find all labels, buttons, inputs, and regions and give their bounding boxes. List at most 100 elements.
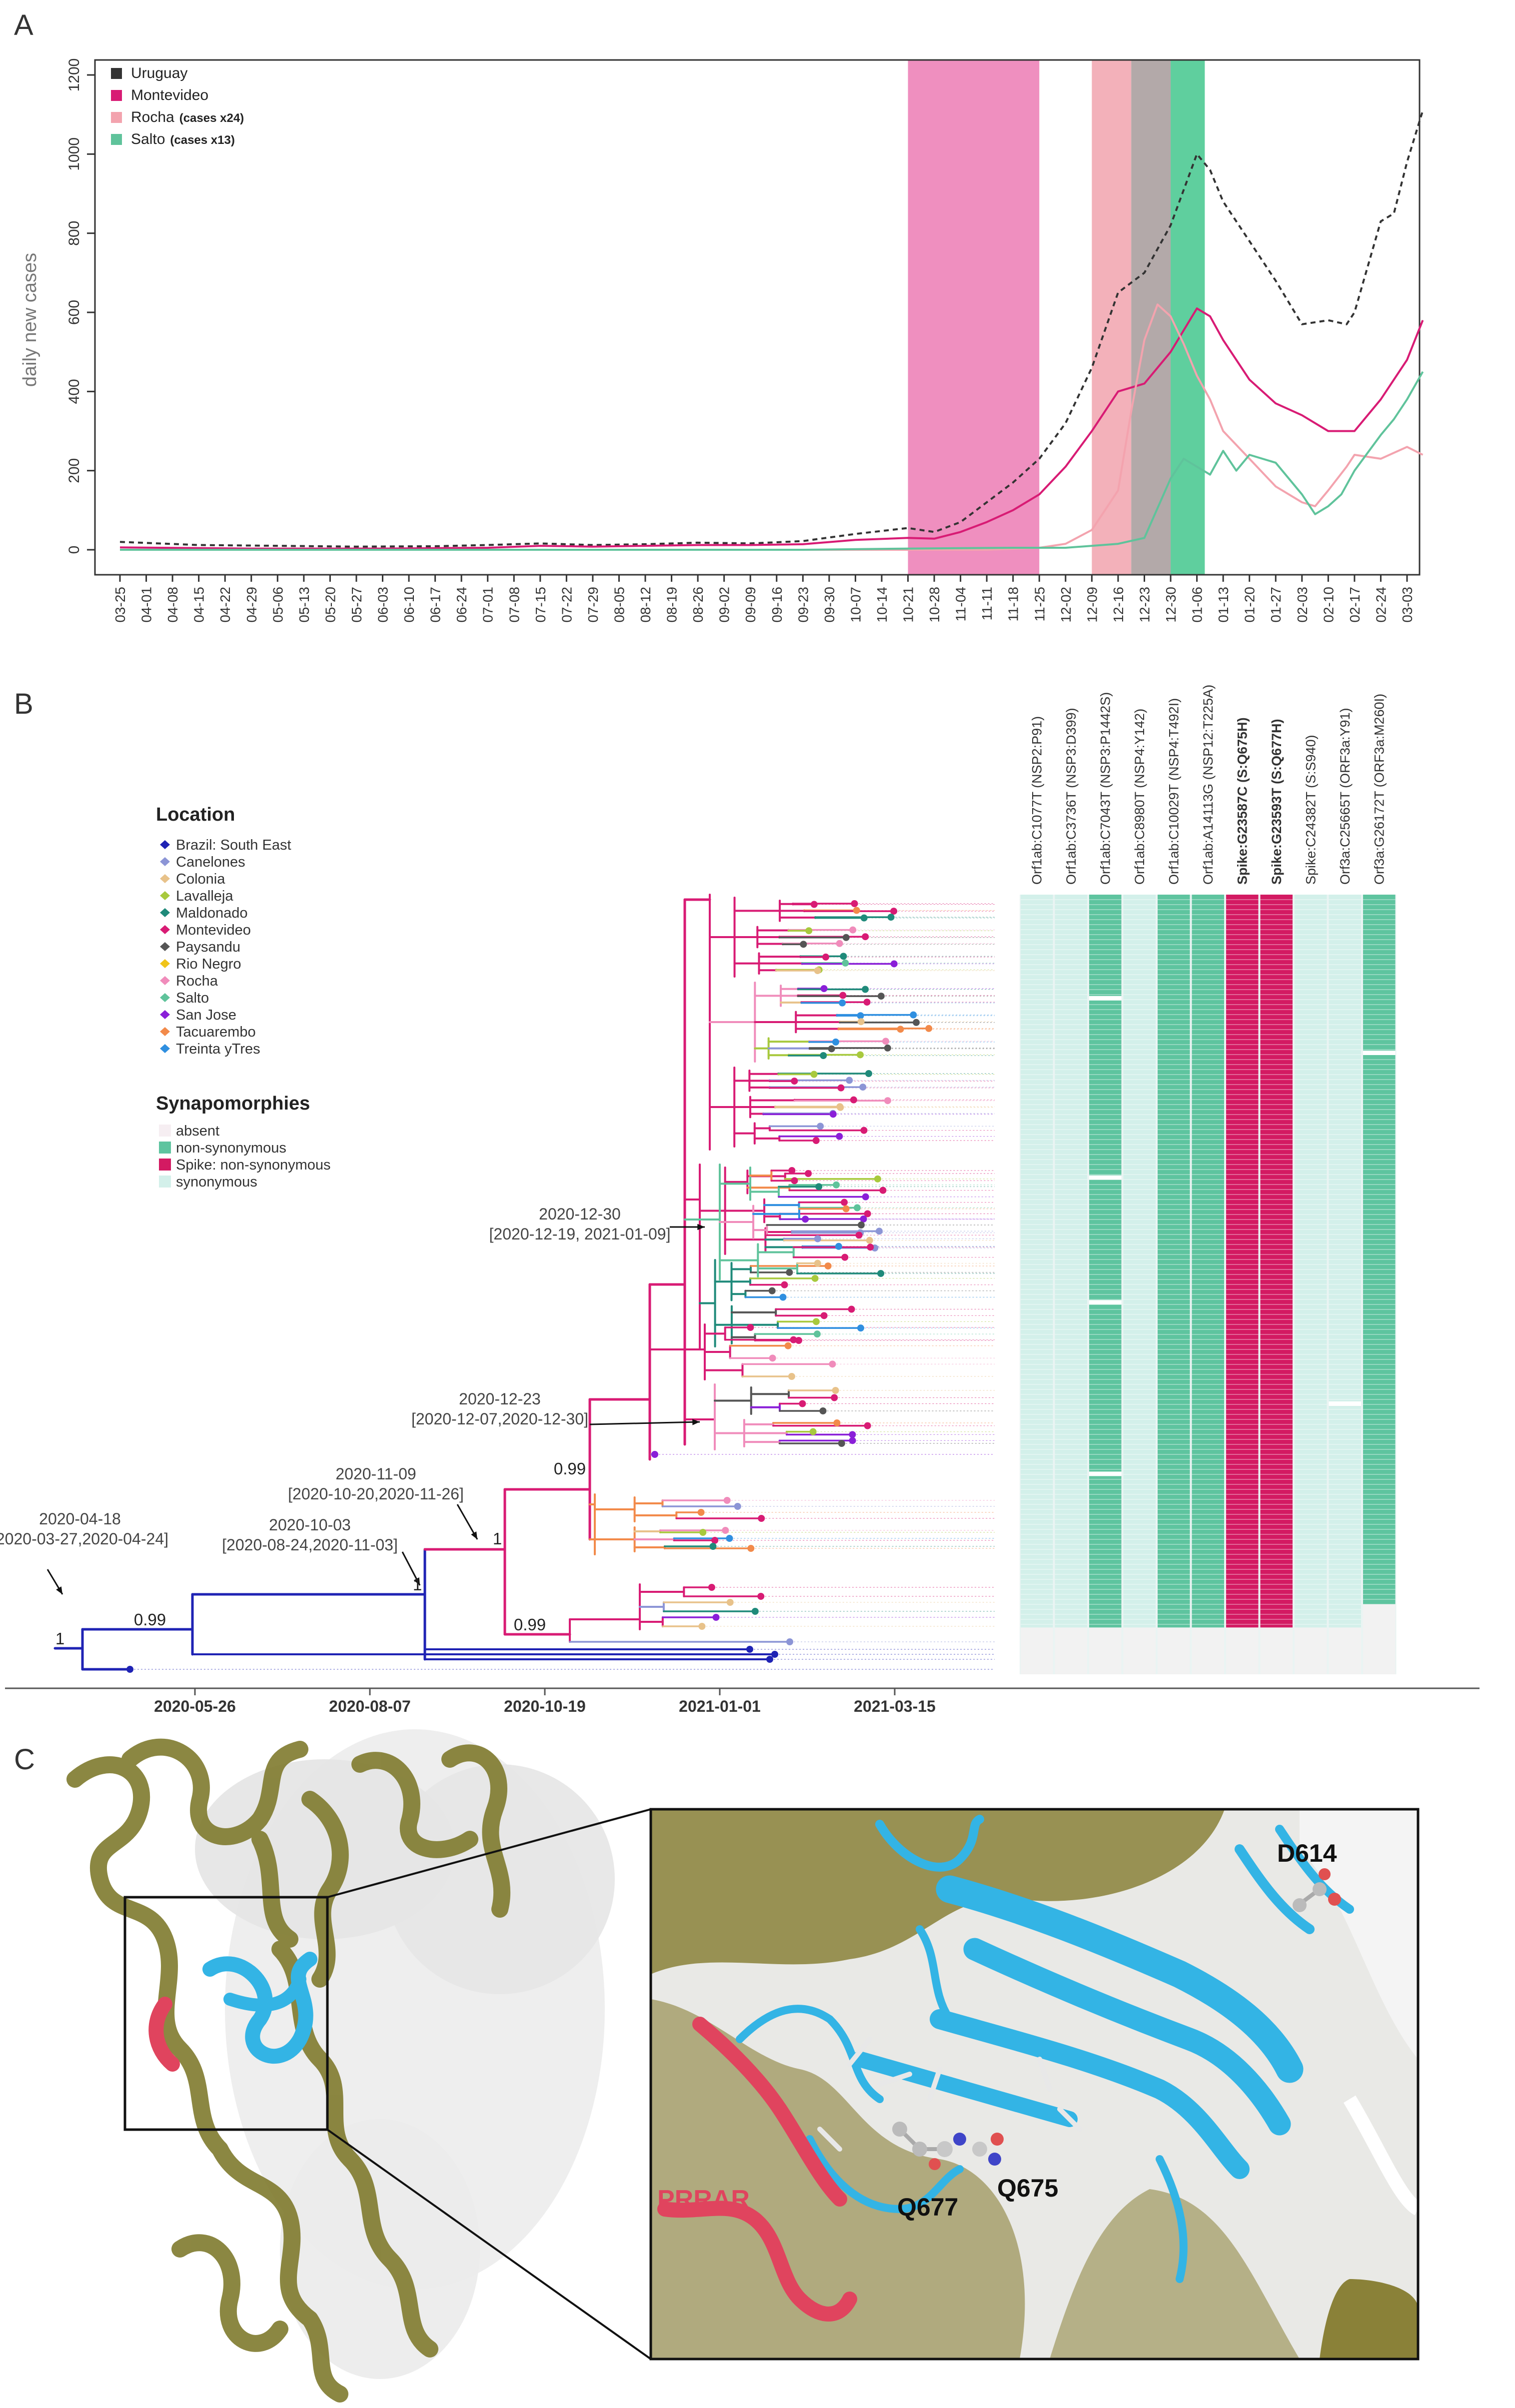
tree-tip — [723, 1497, 731, 1504]
x-tick-label: 07-15 — [533, 587, 548, 623]
legend-label: Rocha(cases x24) — [131, 109, 244, 125]
tree-tip — [890, 908, 898, 915]
tree-tip — [876, 1227, 883, 1235]
residues-q675-q677-model — [892, 2122, 1004, 2170]
tree-tip — [849, 1431, 856, 1438]
time-tick-label: 2021-01-01 — [679, 1697, 761, 1715]
tree-tip — [841, 1199, 848, 1206]
column-label: Orf3a:C25665T (ORF3a:Y91) — [1338, 708, 1353, 885]
legend-label: Uruguay — [131, 65, 187, 81]
legend-item-label: Brazil: South East — [176, 837, 291, 853]
legend-item-label: Tacuarembo — [176, 1024, 256, 1040]
tree-tip — [846, 1077, 853, 1084]
node-ci-label: [2020-12-19, 2021-01-09] — [489, 1225, 671, 1243]
tree-tip — [726, 1599, 734, 1606]
x-tick-label: 08-12 — [638, 587, 653, 623]
legend-item-label: Canelones — [176, 854, 245, 870]
legend-swatch — [111, 112, 122, 123]
tree-tip — [854, 1204, 861, 1211]
tree-tip — [910, 1011, 917, 1019]
legend-item-label: synonymous — [176, 1174, 257, 1190]
tree-tip — [864, 1422, 871, 1429]
backbone-coil — [211, 2141, 318, 2328]
x-tick-label: 04-01 — [139, 587, 154, 623]
tree-tip — [758, 1515, 765, 1522]
tree-tip — [858, 1221, 865, 1228]
backbone-coil — [171, 2234, 288, 2352]
legend-swatch — [159, 1142, 171, 1154]
tree-tip — [842, 1205, 850, 1212]
tree-tip — [810, 1071, 818, 1078]
x-tick-label: 04-08 — [165, 587, 180, 623]
tree-tip — [817, 1123, 824, 1130]
backbone-coil — [301, 2311, 348, 2403]
tree-tip — [831, 1394, 838, 1401]
tree-tip — [879, 1187, 887, 1194]
heatmap-column — [1021, 895, 1053, 1674]
tree-tip — [832, 1387, 839, 1394]
series-line-uruguay — [119, 110, 1424, 548]
label-q675: Q675 — [997, 2174, 1058, 2202]
time-tick-label: 2020-10-19 — [504, 1697, 586, 1715]
tree-tip — [874, 1175, 881, 1183]
y-tick-label: 1000 — [66, 137, 82, 171]
tree-tip — [849, 1437, 856, 1444]
tree-tip — [791, 1078, 798, 1085]
x-tick-label: 01-27 — [1268, 587, 1284, 623]
tree-tip — [890, 960, 898, 968]
x-tick-label: 08-19 — [664, 587, 680, 623]
tree-tip — [699, 1529, 707, 1536]
time-tick-label: 2020-08-07 — [329, 1697, 411, 1715]
tree-tip — [853, 907, 860, 914]
backbone-coil — [341, 2151, 438, 2358]
tree-tip — [824, 1262, 832, 1269]
legend-label: Montevideo — [131, 87, 208, 103]
support-value: 0.99 — [554, 1459, 586, 1478]
annotation-arrow — [589, 1421, 700, 1425]
tree-tip — [857, 1012, 864, 1020]
tree-tip — [810, 901, 818, 908]
legend-swatch — [159, 1159, 171, 1171]
tree-tip — [788, 1167, 796, 1174]
x-tick-label: 06-10 — [401, 587, 417, 623]
x-tick-label: 09-16 — [769, 587, 785, 623]
spike-trimer-overview — [66, 1729, 652, 2403]
tree-tip — [841, 1253, 849, 1261]
tree-tip — [814, 1235, 821, 1242]
tree-tip — [897, 1026, 904, 1033]
x-tick-label: 01-20 — [1242, 587, 1258, 623]
heatmap-column — [1192, 895, 1224, 1674]
node-date-label: 2020-10-03 — [269, 1516, 351, 1534]
legend-swatch — [111, 68, 122, 79]
tree-tip — [828, 1045, 835, 1053]
legend-swatch — [160, 1010, 170, 1019]
legend-swatch — [160, 942, 170, 951]
tree-tip — [925, 1025, 933, 1032]
legend-item-label: Colonia — [176, 871, 225, 887]
x-tick-label: 10-21 — [901, 587, 916, 623]
legend-synapomorphies-title: Synapomorphies — [156, 1093, 310, 1114]
tree-tip — [867, 1243, 874, 1251]
tree-tip — [711, 1537, 719, 1544]
tree-tip — [708, 1584, 715, 1591]
tree-tip — [859, 1084, 867, 1091]
tree-tip — [862, 933, 869, 941]
plot-frame — [94, 59, 1421, 576]
x-tick-label: 06-03 — [375, 587, 391, 623]
tree-tip — [822, 953, 830, 961]
legend-swatch — [160, 925, 170, 934]
y-tick-label: 1200 — [66, 58, 82, 92]
support-value: 0.99 — [134, 1610, 166, 1629]
legend-item-label: Rocha — [176, 973, 218, 989]
residue-d614-model — [1293, 1868, 1341, 1912]
legend-item-label: Salto — [176, 990, 209, 1006]
y-axis-label: daily new cases — [19, 253, 40, 387]
tree-tip — [791, 1177, 798, 1185]
panel-c-structure: D614 PRRAR Q677 Q675 — [66, 1729, 1420, 2403]
backbone-coil — [441, 1744, 511, 1918]
support-value: 0.99 — [514, 1615, 546, 1634]
tree-tip — [768, 1287, 776, 1294]
tree-tip — [850, 1096, 857, 1104]
